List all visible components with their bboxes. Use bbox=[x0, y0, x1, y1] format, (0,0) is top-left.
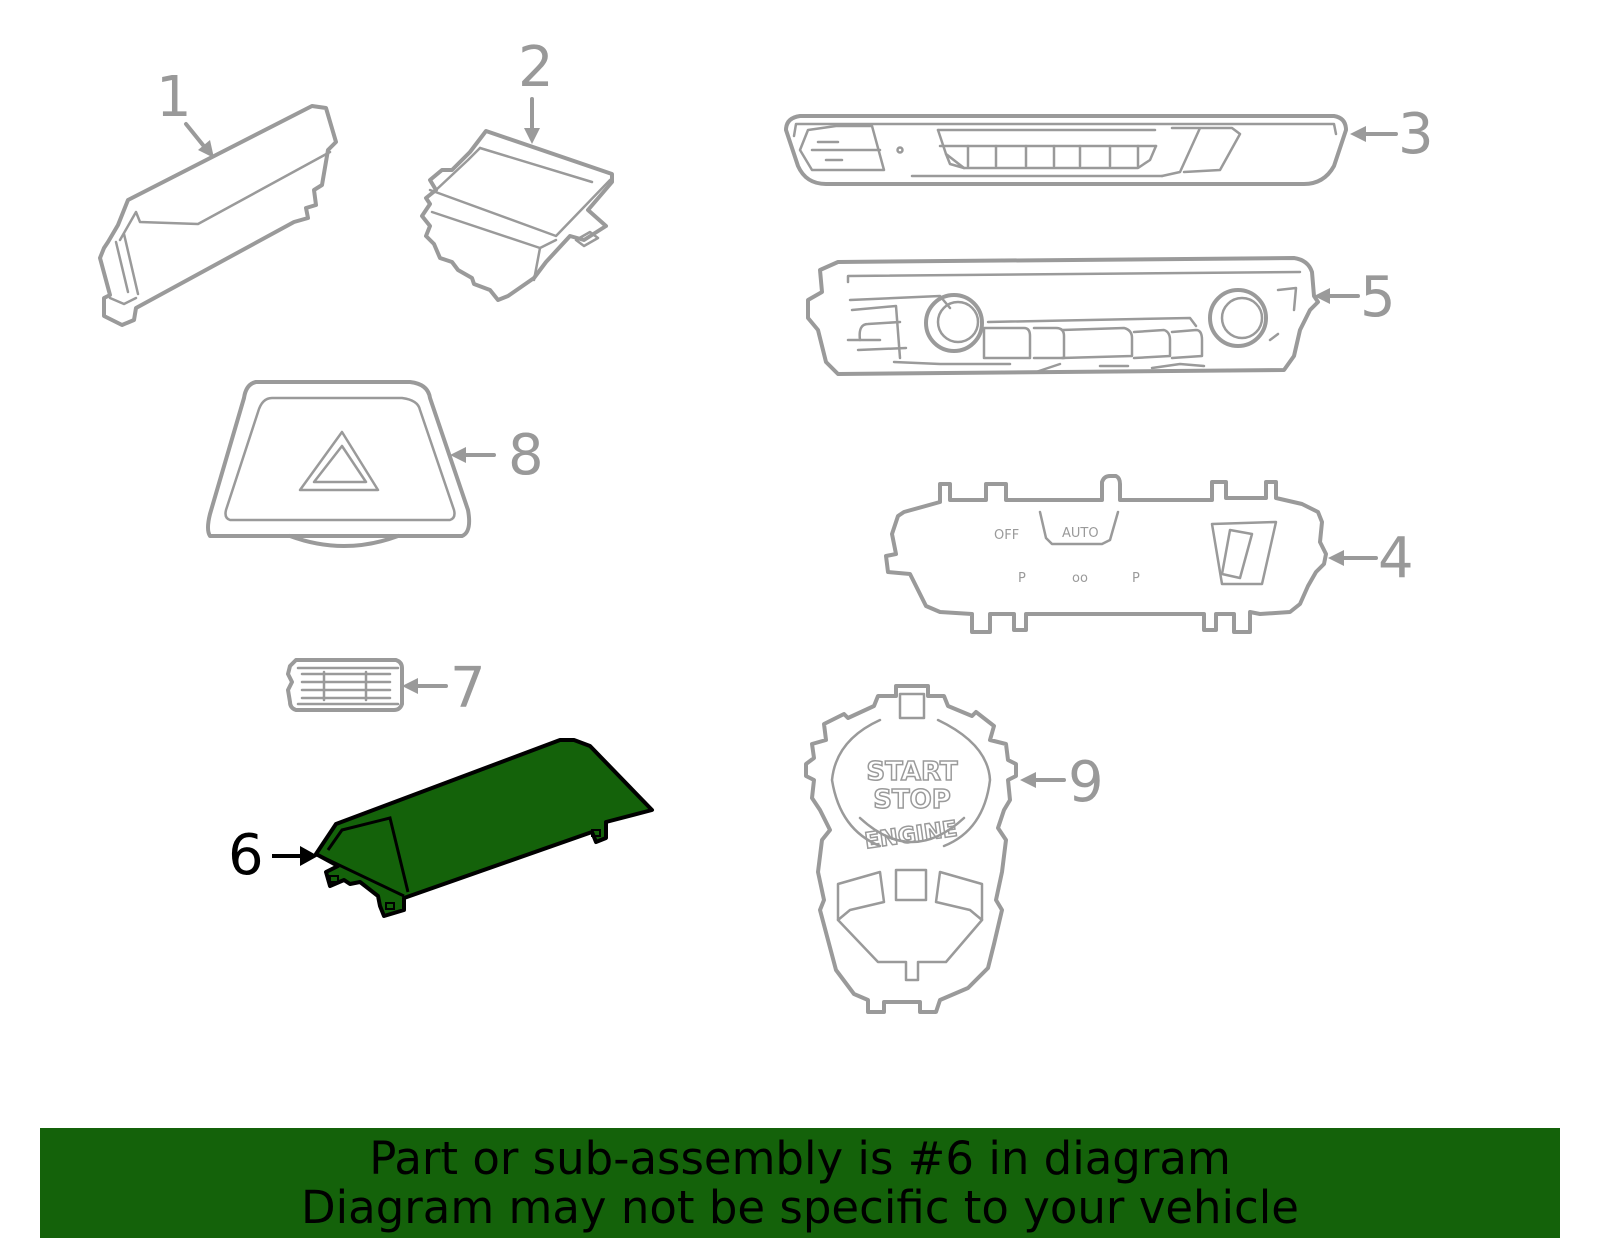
callout-arrow-2 bbox=[524, 97, 540, 144]
callout-arrow-3 bbox=[1350, 126, 1398, 142]
part-9-start-stop-button[interactable] bbox=[804, 684, 1018, 1014]
label-p2: P bbox=[1132, 571, 1140, 586]
start-button-9-labels: START STOP ENGINE bbox=[862, 756, 959, 855]
part-5-climate-control-panel[interactable] bbox=[806, 256, 1320, 376]
label-stop: STOP bbox=[873, 785, 951, 815]
part-8-hazard-switch[interactable] bbox=[206, 380, 472, 548]
callout-5: 5 bbox=[1360, 265, 1396, 330]
callout-6: 6 bbox=[228, 823, 264, 888]
callout-arrow-5 bbox=[1314, 288, 1360, 304]
part-3-air-vent-panel[interactable] bbox=[784, 114, 1348, 186]
label-auto: AUTO bbox=[1062, 526, 1099, 541]
callout-2: 2 bbox=[518, 35, 554, 100]
callout-9: 9 bbox=[1068, 750, 1104, 815]
label-engine: ENGINE bbox=[863, 817, 959, 855]
callout-arrow-4 bbox=[1328, 550, 1378, 566]
callout-arrow-9 bbox=[1020, 772, 1066, 788]
switch-4-labels: OFF AUTO P oo P bbox=[994, 526, 1140, 586]
callout-arrow-6 bbox=[272, 846, 318, 866]
label-off: OFF bbox=[994, 528, 1019, 543]
banner-line-2: Diagram may not be specific to your vehi… bbox=[301, 1181, 1299, 1234]
label-start: START bbox=[866, 757, 957, 787]
part-6-highlighted-cover[interactable] bbox=[314, 738, 654, 918]
callout-4: 4 bbox=[1378, 526, 1414, 591]
callout-3: 3 bbox=[1398, 102, 1434, 167]
callout-8: 8 bbox=[508, 423, 544, 488]
info-banner: Part or sub-assembly is #6 in diagram Di… bbox=[40, 1128, 1560, 1238]
banner-line-1: Part or sub-assembly is #6 in diagram bbox=[369, 1132, 1231, 1185]
callout-7: 7 bbox=[450, 656, 486, 721]
label-p1: P bbox=[1018, 571, 1026, 586]
callout-1: 1 bbox=[156, 65, 192, 130]
part-2-display-unit[interactable] bbox=[420, 129, 614, 302]
callout-arrow-7 bbox=[402, 678, 448, 694]
part-7-small-vent[interactable] bbox=[286, 658, 404, 712]
callout-arrow-1 bbox=[184, 122, 214, 158]
label-oo: oo bbox=[1072, 571, 1088, 586]
callout-arrow-8 bbox=[450, 447, 496, 463]
part-4-light-switch[interactable] bbox=[884, 474, 1328, 634]
part-1-trim-panel[interactable] bbox=[98, 104, 338, 327]
